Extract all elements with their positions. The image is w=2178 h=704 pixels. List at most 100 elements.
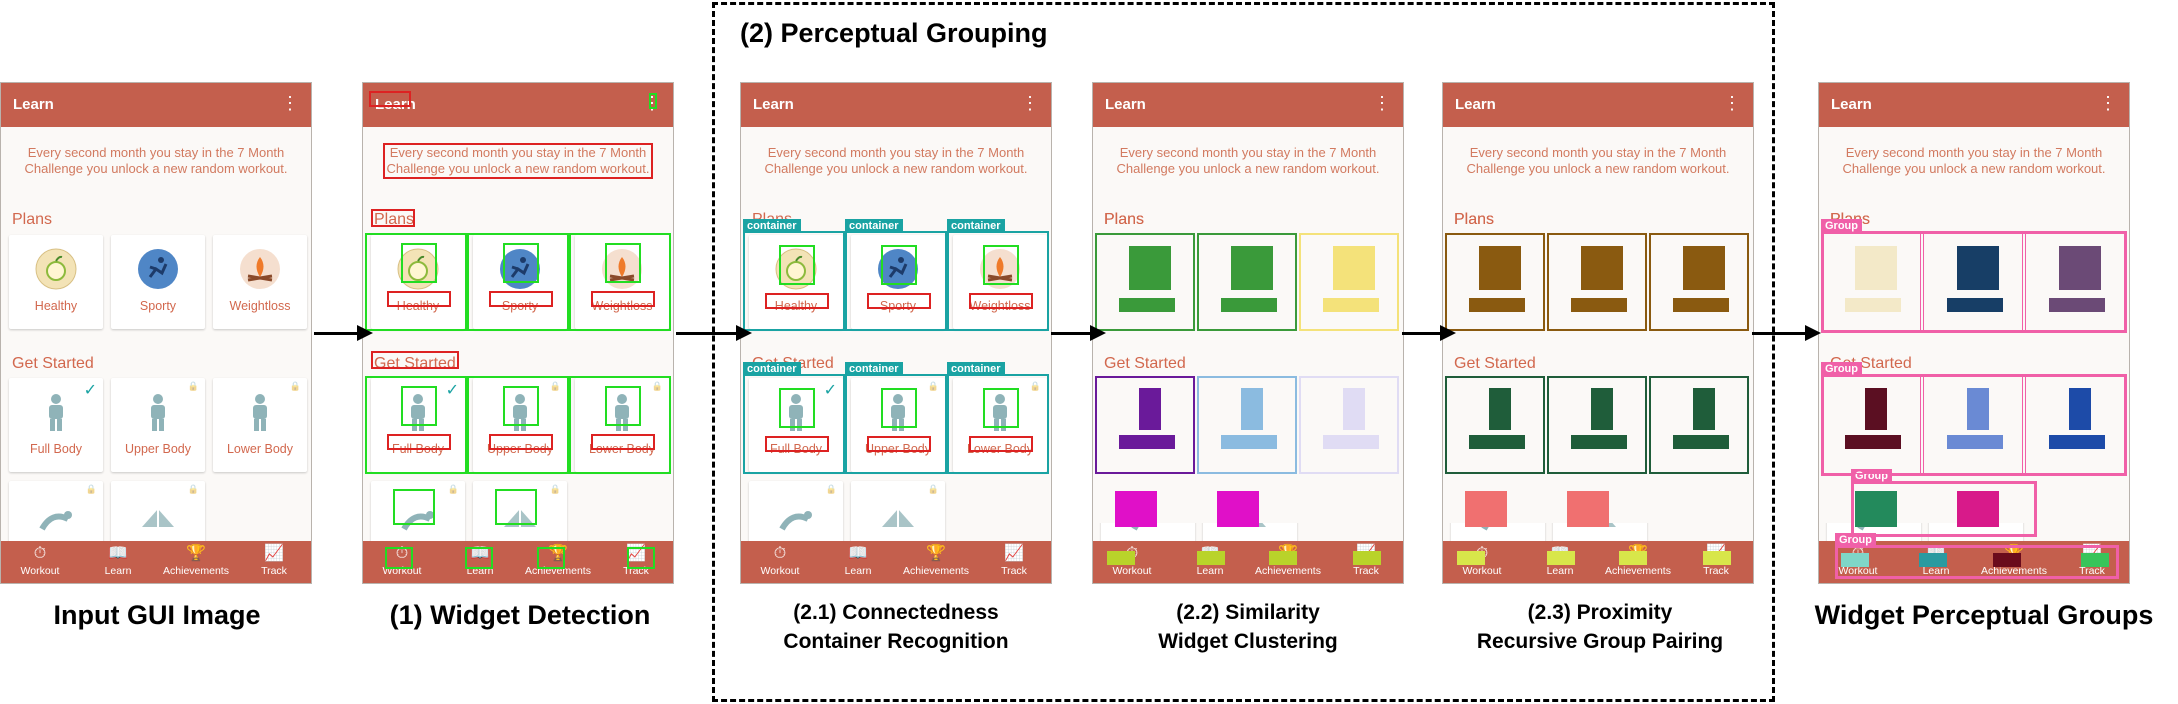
more-menu-icon[interactable]: ⋮	[1021, 93, 1039, 113]
group-box	[1821, 374, 2127, 476]
group-card-box	[1821, 233, 1921, 331]
caption-output: Widget Perceptual Groups	[1814, 600, 2154, 630]
book-icon: 📖	[108, 545, 128, 562]
nav-item-track[interactable]: 📈Track	[235, 543, 311, 577]
nav-item-achievements[interactable]: 🏆Achievements	[897, 543, 975, 577]
plan-card[interactable]: Weightloss	[953, 235, 1047, 329]
label-box	[765, 436, 829, 452]
phone-screen-1: Learn⋮Every second month you stay in the…	[362, 82, 674, 584]
workout-card[interactable]: Upper Body 🔒	[851, 378, 945, 472]
phone-screen-0: Learn⋮Every second month you stay in the…	[0, 82, 312, 584]
more-menu-icon[interactable]: ⋮	[2099, 93, 2117, 113]
cluster-nav-box	[1269, 551, 1297, 565]
plan-card-label: Weightloss	[229, 299, 291, 313]
proximity-label	[1673, 298, 1729, 312]
workout-card[interactable]: Full Body ✓	[9, 378, 103, 472]
cluster-icon	[1343, 388, 1365, 430]
cluster-card-box	[1197, 233, 1297, 331]
nav-item-achievements[interactable]: 🏆Achievements	[157, 543, 235, 577]
body-figure-icon	[774, 390, 818, 439]
nav-item-label: Learn	[844, 565, 872, 577]
body-figure-icon	[978, 390, 1022, 439]
detected-label-box	[591, 291, 655, 307]
detected-nav-box	[627, 547, 655, 569]
detected-card-box	[365, 233, 467, 331]
section-get-started-label: Get Started	[1454, 355, 1536, 372]
chart-icon: 📈	[264, 545, 284, 562]
detected-icon-box	[503, 243, 539, 283]
group-label	[2049, 298, 2105, 312]
nav-item-workout[interactable]: ⏱Workout	[741, 543, 819, 577]
check-icon: ✓	[83, 382, 97, 399]
nav-item-track[interactable]: 📈Track	[975, 543, 1051, 577]
workout-card-label: Full Body	[29, 442, 83, 456]
workout-card-label: Upper Body	[864, 442, 931, 456]
workout-card[interactable]: Full Body✓	[749, 378, 843, 472]
detected-nav-box	[385, 547, 413, 569]
detected-icon-box	[495, 489, 537, 525]
bootcamp-icon	[876, 493, 920, 542]
detected-card-box	[467, 233, 569, 331]
intro-text: Every second month you stay in the 7 Mon…	[373, 145, 663, 177]
container-tag: container	[947, 219, 1005, 233]
plan-card[interactable]: Weightloss	[213, 235, 307, 329]
plan-card[interactable]: Healthy	[371, 235, 465, 329]
proximity-label	[1469, 298, 1525, 312]
nav-item-workout[interactable]: ⏱Workout	[1, 543, 79, 577]
cluster-nav-box	[1197, 551, 1225, 565]
plan-card[interactable]: Sporty	[473, 235, 567, 329]
section-plans-label: Plans	[1454, 211, 1495, 228]
intro-line-1: Every second month you stay in the 7 Mon…	[27, 145, 285, 160]
more-menu-icon[interactable]: ⋮	[1723, 93, 1741, 113]
label-box	[867, 293, 931, 309]
intro-line-1: Every second month you stay in the 7 Mon…	[767, 145, 1025, 160]
workout-card[interactable]: Lower Body🔒	[953, 378, 1047, 472]
healthy-icon	[34, 247, 78, 296]
intro-line-2: Challenge you unlock a new random workou…	[1116, 161, 1380, 176]
plan-card[interactable]: Sporty	[111, 235, 205, 329]
container-tag: container	[845, 219, 903, 233]
nav-item-learn[interactable]: 📖Learn	[79, 543, 157, 577]
group-label	[1845, 298, 1901, 312]
group-box	[1821, 231, 2127, 333]
group-label	[1845, 435, 1901, 449]
nav-item-label: Workout	[1112, 565, 1152, 577]
group-nav-box	[1993, 553, 2021, 567]
nav-item-label: Achievements	[1255, 565, 1321, 577]
proximity-card-box	[1547, 376, 1647, 474]
intro-text: Every second month you stay in the 7 Mon…	[1453, 145, 1743, 177]
plan-card[interactable]: Sporty	[851, 235, 945, 329]
plan-card[interactable]: Healthy	[9, 235, 103, 329]
arrow-1	[314, 325, 373, 341]
more-menu-icon[interactable]: ⋮	[1373, 93, 1391, 113]
group-label	[1947, 435, 2003, 449]
detected-nav-box	[465, 547, 493, 569]
label-box	[765, 293, 829, 309]
nav-item-label: Track	[2079, 565, 2105, 577]
arrow-2	[676, 325, 752, 341]
app-bar: Learn ⋮	[1819, 83, 2129, 127]
group-nav-box	[1919, 553, 1947, 567]
app-bar: Learn⋮	[1443, 83, 1753, 127]
nav-item-label: Track	[1353, 565, 1379, 577]
nav-item-learn[interactable]: 📖Learn	[819, 543, 897, 577]
workout-card[interactable]: Upper Body🔒	[111, 378, 205, 472]
nav-item-label: Track	[1001, 565, 1027, 577]
sporty-icon	[876, 247, 920, 296]
label-box	[969, 293, 1033, 309]
caption-input: Input GUI Image	[53, 600, 261, 630]
lock-icon: 🔒	[927, 381, 939, 391]
app-title: Learn	[1831, 96, 1872, 113]
cluster-icon	[1333, 246, 1375, 290]
plan-card-label: Healthy	[34, 299, 78, 313]
intro-line-1: Every second month you stay in the 7 Mon…	[1469, 145, 1727, 160]
group-tag: Group	[1821, 362, 1862, 376]
proximity-label	[1571, 435, 1627, 449]
bottom-nav: ⏱Workout📖Learn🏆Achievements📈Track	[1, 541, 311, 583]
arrow-5	[1752, 325, 1821, 341]
more-menu-icon[interactable]: ⋮	[281, 93, 299, 113]
proximity-icon	[1581, 246, 1623, 290]
workout-card[interactable]: Lower Body🔒	[213, 378, 307, 472]
app-bar: Learn⋮	[741, 83, 1051, 127]
plan-card[interactable]: Healthy	[749, 235, 843, 329]
